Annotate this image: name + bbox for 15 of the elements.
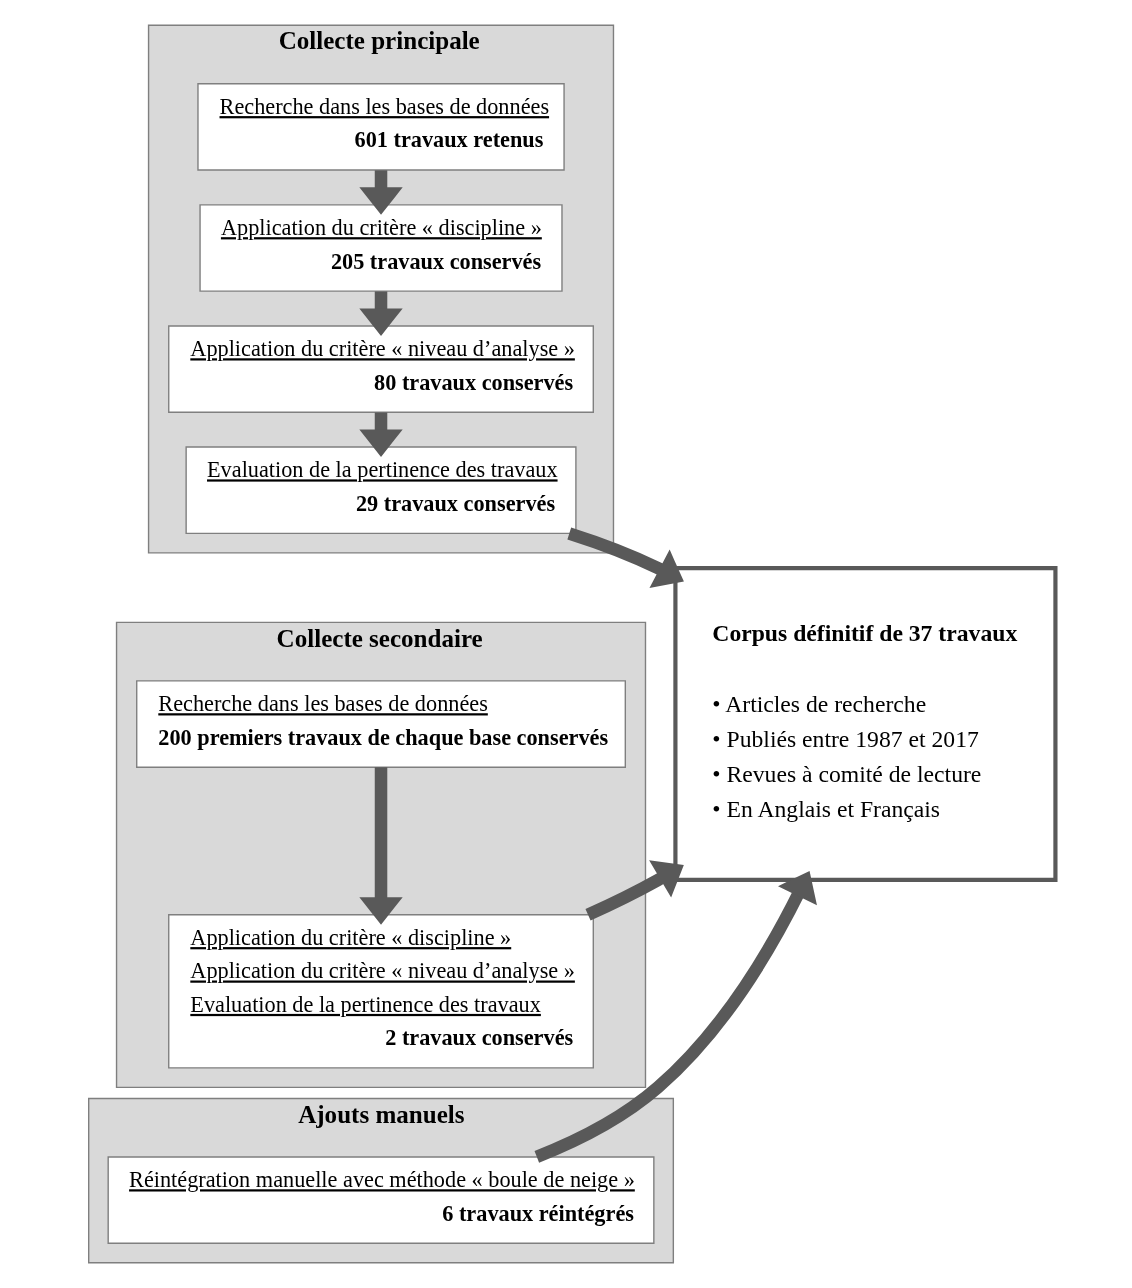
- node-box: Recherche dans les bases de données 601 travaux retenus: [196, 83, 565, 171]
- arrow: [358, 412, 403, 457]
- node-box: Corpus définitif de 37 travaux • Articles de recherche • Publiés entre 1987 et 2017 • Revues à comité de lecture • En Anglais et Français: [672, 566, 1057, 883]
- node-box: Evaluation de la pertinence des travaux 29 travaux conservés: [184, 446, 577, 535]
- arrow: [566, 527, 684, 588]
- arrow: [358, 291, 403, 336]
- arrow: [584, 860, 684, 921]
- node-box: Application du critère « discipline » Application du critère « niveau d’analyse » Evaluation de la pertinence des travaux 2 travaux conservés: [167, 914, 594, 1069]
- node-box: Application du critère « niveau d’analyse » 80 travaux conservés: [167, 325, 594, 413]
- arrow: [358, 170, 403, 215]
- arrow: [533, 870, 817, 1163]
- arrow: [358, 767, 403, 925]
- node-box: Réintégration manuelle avec méthode « boule de neige » 6 travaux réintégrés: [107, 1156, 655, 1244]
- node-box: Application du critère « discipline » 205 travaux conservés: [198, 204, 563, 292]
- node-box: Recherche dans les bases de données 200 premiers travaux de chaque base conservés: [135, 680, 626, 768]
